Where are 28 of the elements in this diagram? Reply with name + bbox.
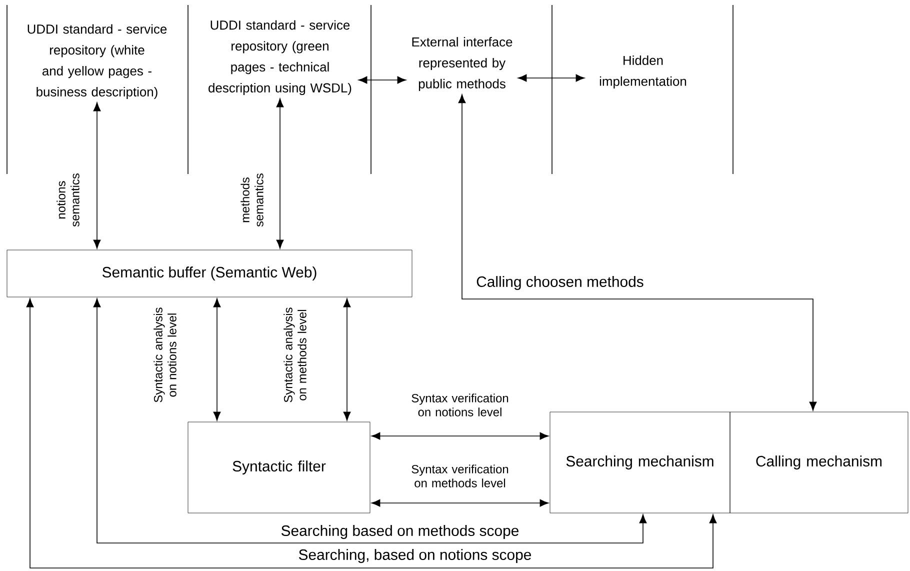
edge-label: Syntactic analysis on notions level <box>154 308 176 402</box>
edge-label: Syntactic analysis on methods level <box>284 308 306 402</box>
column-heading: Hidden implementation <box>600 56 686 88</box>
mechanism-box: Searching mechanism <box>550 412 730 514</box>
arrow <box>371 499 549 507</box>
edge-label: Searching, based on notions scope <box>298 549 532 563</box>
arrow <box>213 298 221 421</box>
arrow <box>26 298 717 568</box>
edge-label: Syntax verification on notions level <box>412 394 508 416</box>
column-heading: UDDI standard - service repository (white and yellow pages - business description) <box>28 24 167 100</box>
edge-label: Syntax verification on methods level <box>412 464 508 488</box>
arrow <box>458 94 817 411</box>
edge-label: notions semantics <box>56 174 80 227</box>
arrow <box>371 432 549 440</box>
column-heading: UDDI standard - service repository (green pages - technical description using WSDL) <box>208 20 352 96</box>
arrow <box>276 98 284 249</box>
arrow <box>93 102 101 249</box>
arrow <box>358 76 406 84</box>
arrow <box>93 298 647 544</box>
mechanism-box: Calling mechanism <box>730 412 908 514</box>
column-heading: External interface represented by public methods <box>412 37 512 91</box>
arrow <box>343 298 351 421</box>
edge-label: methods semantics <box>240 174 264 227</box>
edge-label: Searching based on methods scope <box>281 525 518 539</box>
edge-label: Calling choosen methods <box>476 276 644 290</box>
buffer-box: Semantic buffer (Semantic Web) <box>6 250 412 298</box>
filter-box: Syntactic filter <box>188 422 370 514</box>
arrow <box>518 74 585 82</box>
